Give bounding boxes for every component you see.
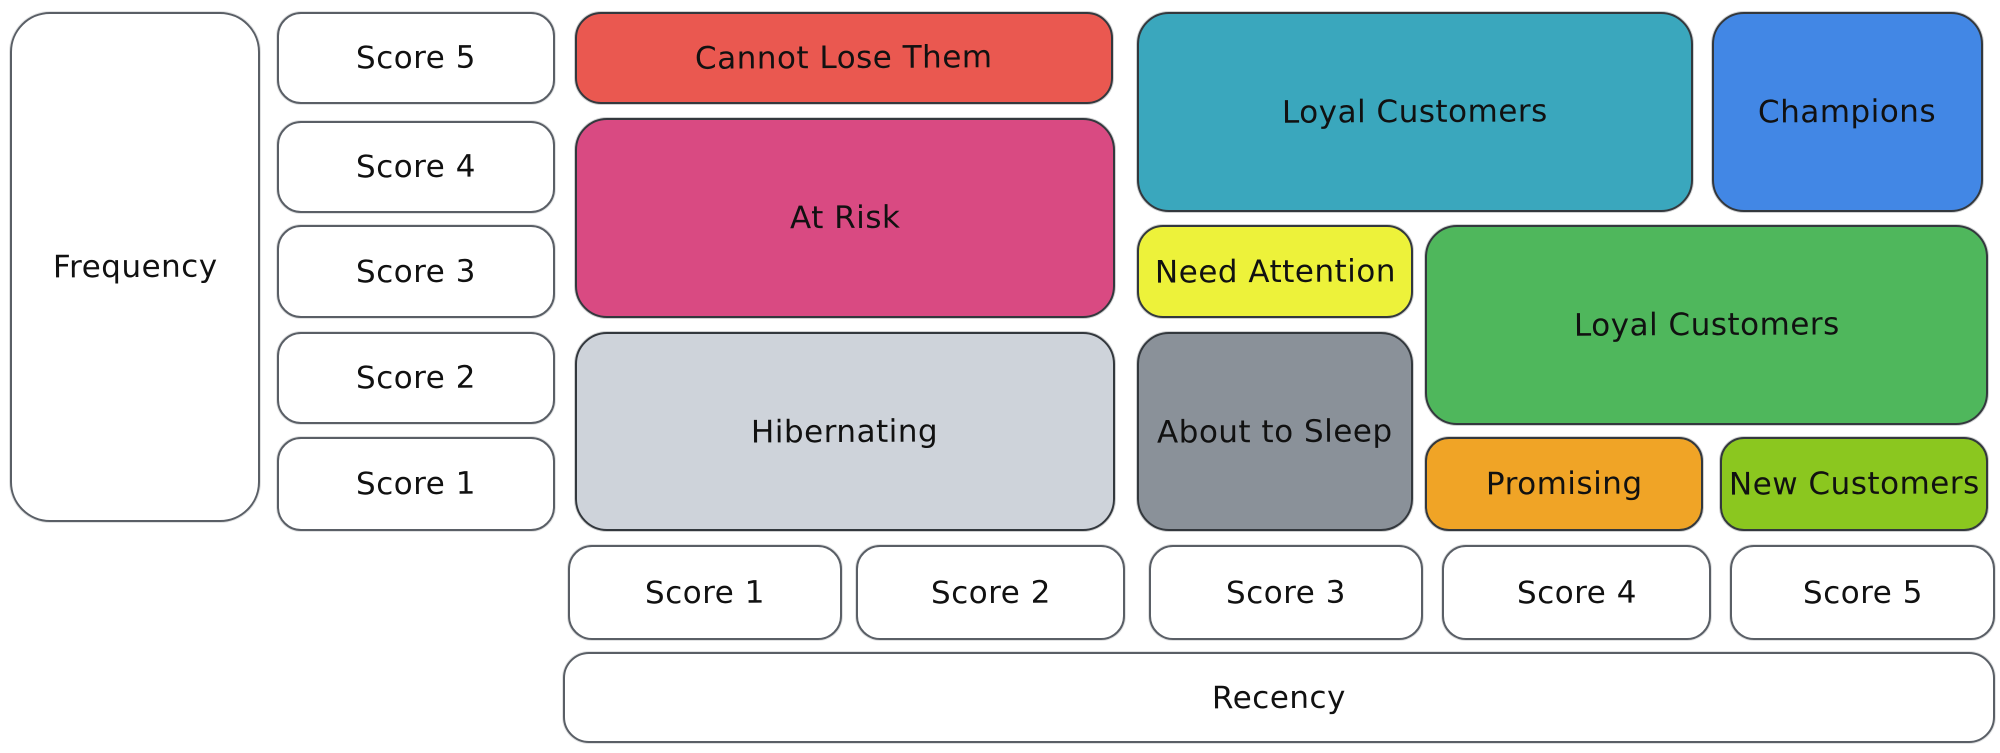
recency-score-2-text: Score 2 bbox=[930, 574, 1051, 611]
segment-label: Champions bbox=[1758, 93, 1937, 131]
frequency-score-2-text: Score 2 bbox=[355, 359, 477, 397]
segment-loyal-customers-right: Loyal Customers bbox=[1425, 225, 1988, 425]
segment-new-customers: New Customers bbox=[1720, 437, 1988, 531]
frequency-score-1: Score 1 bbox=[277, 437, 555, 531]
recency-score-1-text: Score 1 bbox=[644, 574, 766, 611]
frequency-score-1-text: Score 1 bbox=[355, 465, 477, 503]
recency-score-1: Score 1 bbox=[568, 545, 842, 640]
segment-label: Cannot Lose Them bbox=[695, 39, 993, 77]
frequency-score-5-text: Score 5 bbox=[355, 39, 477, 77]
segment-label: Promising bbox=[1485, 465, 1643, 503]
recency-score-5: Score 5 bbox=[1730, 545, 1995, 640]
segment-promising: Promising bbox=[1425, 437, 1703, 531]
segment-loyal-customers-top: Loyal Customers bbox=[1137, 12, 1693, 212]
recency-score-3-text: Score 3 bbox=[1225, 574, 1347, 611]
frequency-axis-label: Frequency bbox=[10, 12, 260, 522]
segment-label: Loyal Customers bbox=[1282, 93, 1548, 131]
segment-at-risk: At Risk bbox=[575, 118, 1115, 318]
frequency-axis-label-text: Frequency bbox=[52, 248, 218, 286]
segment-label: About to Sleep bbox=[1157, 412, 1393, 451]
recency-score-5-text: Score 5 bbox=[1802, 574, 1923, 611]
segment-about-to-sleep: About to Sleep bbox=[1137, 332, 1413, 531]
frequency-score-3-text: Score 3 bbox=[355, 253, 477, 290]
frequency-score-2: Score 2 bbox=[277, 332, 555, 424]
recency-axis-label: Recency bbox=[563, 652, 1995, 743]
segment-label: Need Attention bbox=[1154, 252, 1396, 291]
segment-label: At Risk bbox=[789, 199, 901, 237]
segment-cannot-lose-them: Cannot Lose Them bbox=[575, 12, 1113, 104]
recency-axis-label-text: Recency bbox=[1211, 679, 1347, 716]
recency-score-4-text: Score 4 bbox=[1516, 574, 1637, 611]
segment-need-attention: Need Attention bbox=[1137, 225, 1413, 318]
segment-champions: Champions bbox=[1712, 12, 1983, 212]
recency-score-3: Score 3 bbox=[1149, 545, 1423, 640]
segment-hibernating: Hibernating bbox=[575, 332, 1115, 531]
frequency-score-5: Score 5 bbox=[277, 12, 555, 104]
recency-score-4: Score 4 bbox=[1442, 545, 1711, 640]
segment-label: Hibernating bbox=[751, 413, 939, 450]
frequency-score-4-text: Score 4 bbox=[355, 148, 477, 186]
segment-label: Loyal Customers bbox=[1573, 306, 1840, 344]
frequency-score-4: Score 4 bbox=[277, 121, 555, 213]
segment-label: New Customers bbox=[1728, 465, 1980, 503]
frequency-score-3: Score 3 bbox=[277, 225, 555, 318]
recency-score-2: Score 2 bbox=[856, 545, 1125, 640]
